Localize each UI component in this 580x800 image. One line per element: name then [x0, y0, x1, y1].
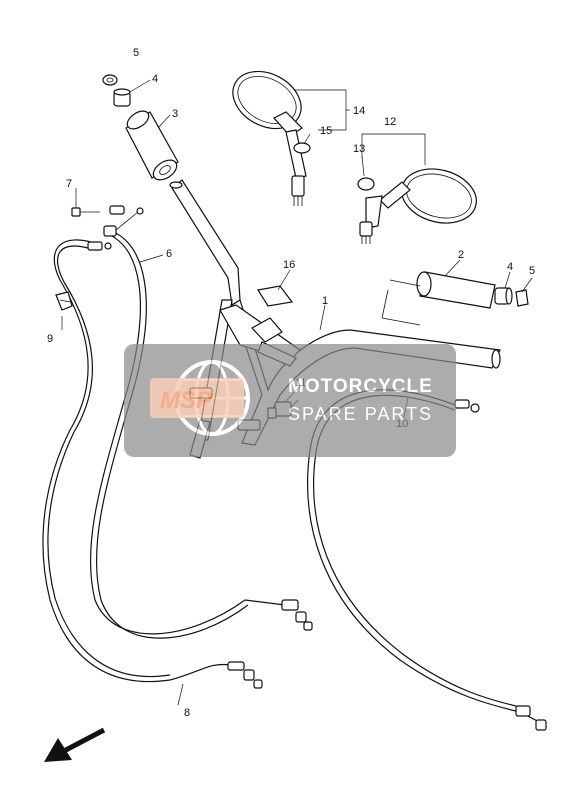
mirror-left-14: [232, 70, 307, 206]
throttle-cable-6: [89, 234, 286, 635]
watermark-line1: MOTORCYCLE: [288, 376, 433, 397]
watermark-line2: SPARE PARTS: [288, 404, 433, 424]
watermark-box: [124, 344, 456, 457]
callout-3: 3: [172, 108, 178, 120]
callout-16: 16: [283, 259, 295, 271]
bolt-7: [71, 207, 100, 217]
cable-clip-9: [55, 291, 73, 311]
mirror-right-12: [359, 168, 477, 244]
grip-3: [125, 110, 179, 181]
front-left-arrow-icon: [44, 727, 106, 762]
callout-4-right: 4: [507, 261, 513, 273]
callout-13: 13: [353, 143, 365, 155]
watermark: MSP MOTORCYCLE SPARE PARTS: [124, 344, 456, 457]
cable-top-fittings: [87, 205, 144, 251]
callout-15: 15: [320, 125, 332, 137]
label-plate-16: [257, 285, 294, 307]
callout-5-right: 5: [529, 265, 535, 277]
cable-end-fitting-8: [227, 661, 263, 689]
leader-lines: [61, 79, 533, 706]
grip-end-4-left: [113, 88, 131, 107]
cable-end-fitting-10: [454, 399, 547, 731]
callout-12: 12: [384, 116, 396, 128]
grip-end-4-right: [494, 287, 513, 305]
watermark-logo: MSP: [160, 387, 213, 414]
callout-7: 7: [66, 178, 72, 190]
throttle-cable-8: [42, 239, 231, 682]
callout-5-left: 5: [133, 47, 139, 59]
callout-2: 2: [458, 249, 464, 261]
callout-4-left: 4: [152, 73, 158, 85]
cap-13: [357, 177, 375, 191]
cable-end-fitting-6: [281, 599, 313, 631]
callout-8: 8: [184, 707, 190, 719]
callout-14: 14: [353, 105, 365, 117]
callout-6: 6: [166, 248, 172, 260]
screw-5-right: [515, 289, 529, 307]
grip-2: [381, 271, 496, 326]
cap-15: [293, 142, 311, 154]
callout-9: 9: [47, 333, 53, 345]
screw-5-left: [102, 74, 118, 86]
callout-1: 1: [322, 295, 328, 307]
